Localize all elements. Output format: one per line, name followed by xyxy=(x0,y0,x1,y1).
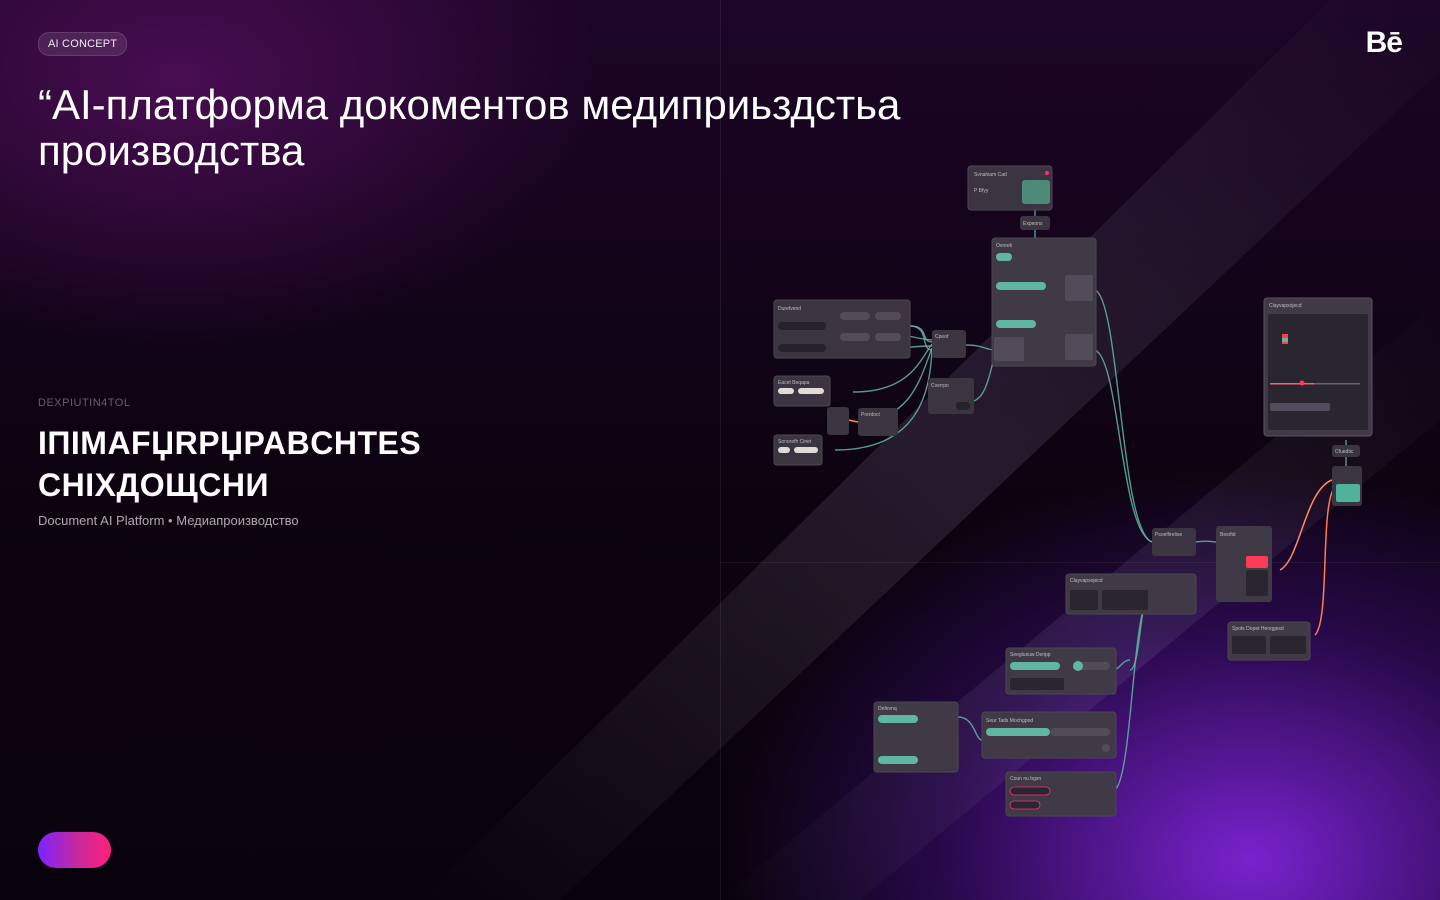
svg-text:P Bfyy: P Bfyy xyxy=(974,188,989,194)
page-title-line2: производства xyxy=(38,127,305,174)
page-title-line1: “AI-платформа докоментов медиприьздстьа xyxy=(38,81,901,128)
node-expeons[interactable]: Expeons xyxy=(1020,216,1050,230)
svg-text:Clayvapsojecd: Clayvapsojecd xyxy=(1269,303,1302,309)
svg-text:Spots Dopet Heoqgesd: Spots Dopet Heoqgesd xyxy=(1232,626,1284,632)
node-cverrpo[interactable]: Cverrpo xyxy=(928,378,974,414)
svg-text:Expeons: Expeons xyxy=(1023,221,1043,227)
node-svnahiam-cad[interactable]: Svnahiam Cad P Bfyy xyxy=(967,165,1053,211)
node-cpeof[interactable]: Cpeof xyxy=(932,330,966,358)
horizontal-guide-line xyxy=(720,562,1440,563)
svg-text:Coun nu bgsn: Coun nu bgsn xyxy=(1010,776,1041,782)
accent-gradient-pill[interactable] xyxy=(38,832,111,868)
node-coun-nu-bgsn[interactable]: Coun nu bgsn xyxy=(1005,771,1117,817)
node-besrfid[interactable]: Besrfid xyxy=(1216,526,1272,602)
svg-text:Durefvend: Durefvend xyxy=(778,306,801,312)
node-sonorefh-cinet[interactable]: Sonorefh Cinet xyxy=(773,434,823,466)
node-psoelfiretise[interactable]: Psoelfiretise xyxy=(1152,528,1196,556)
section-subline: Document AI Platform • Медиапроизводство xyxy=(38,513,299,528)
svg-text:Cverrpo: Cverrpo xyxy=(931,383,949,389)
svg-text:Seur Tads Mochgpod: Seur Tads Mochgpod xyxy=(986,718,1033,724)
node-spots-dopet-heoqgesd[interactable]: Spots Dopet Heoqgesd xyxy=(1227,621,1311,661)
node-ovreek[interactable]: Ovreek xyxy=(991,237,1097,367)
svg-text:Eacet Beqapa: Eacet Beqapa xyxy=(778,380,810,386)
svg-text:Seeglusuw Deripp: Seeglusuw Deripp xyxy=(1010,652,1051,658)
svg-text:Ovreek: Ovreek xyxy=(996,243,1013,249)
svg-text:Cfuedtic: Cfuedtic xyxy=(1335,449,1354,455)
concept-badge: AI CONCEPT xyxy=(38,32,128,56)
svg-text:Defevnq: Defevnq xyxy=(878,706,897,712)
svg-text:Cpeof: Cpeof xyxy=(935,334,949,340)
node-preview-pair[interactable]: Clayvapsojecd xyxy=(1065,573,1197,615)
section-eyebrow: DEXPIUTIN4TOL xyxy=(38,397,131,409)
svg-text:Svnahiam Cad: Svnahiam Cad xyxy=(974,172,1007,178)
node-durefvend[interactable]: Durefvend xyxy=(773,299,911,359)
node-workflow-diagram: Svnahiam Cad P Bfyy Expeons Ovreek Duref… xyxy=(773,165,1373,817)
svg-text:Prerdoct: Prerdoct xyxy=(861,412,881,418)
section-headline: IПIMAFЏRPЏPABCHTES CHIXДOЩCHИ xyxy=(38,422,558,506)
node-seur-tads-mochgpod[interactable]: Seur Tads Mochgpod xyxy=(981,711,1117,759)
page-title: “AI-платформа докоментов медиприьздстьа … xyxy=(38,82,998,174)
svg-text:Sonorefh Cinet: Sonorefh Cinet xyxy=(778,439,812,445)
svg-text:Besrfid: Besrfid xyxy=(1220,532,1236,538)
node-cfuedtic[interactable]: Cfuedtic xyxy=(1332,445,1360,457)
svg-text:Clayvapsojecd: Clayvapsojecd xyxy=(1070,578,1103,584)
svg-text:Psoelfiretise: Psoelfiretise xyxy=(1155,532,1182,538)
node-output-teal[interactable] xyxy=(1332,466,1362,506)
node-eacet-beqapa[interactable]: Eacet Beqapa xyxy=(773,375,831,407)
node-defevnq[interactable]: Defevnq xyxy=(873,701,959,773)
section-headline-line2: CHIXДOЩCHИ xyxy=(38,467,269,503)
node-small-switch[interactable]: Prerdoct xyxy=(827,407,898,436)
node-clayvapsojecd[interactable]: Clayvapsojecd xyxy=(1263,297,1373,437)
node-seeglusuw-deripp[interactable]: Seeglusuw Deripp xyxy=(1005,647,1117,695)
vertical-guide-line xyxy=(720,0,721,900)
section-headline-line1: IПIMAFЏRPЏPABCHTES xyxy=(38,425,422,461)
behance-logo[interactable]: Bē xyxy=(1365,26,1403,59)
